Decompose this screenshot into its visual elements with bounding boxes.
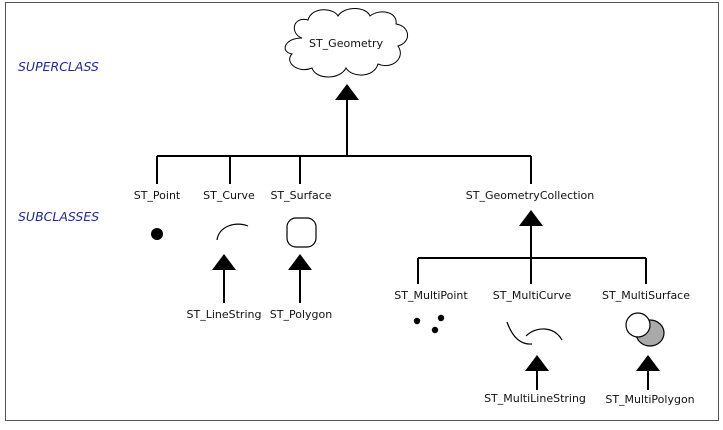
- inheritance-bus-collection: [417, 257, 647, 284]
- st-multisurface-label: ST_MultiSurface: [602, 289, 690, 302]
- st-polygon-label: ST_Polygon: [270, 308, 332, 321]
- multipoint-icon: [413, 314, 445, 334]
- inheritance-bus-top: [156, 155, 532, 184]
- st-multilinestring-label: ST_MultiLineString: [484, 392, 586, 405]
- multisurface-icon: [625, 312, 665, 347]
- subclasses-label: SUBCLASSES: [18, 209, 99, 224]
- curve-icon: [216, 223, 249, 241]
- st-multipoint-label: ST_MultiPoint: [394, 289, 468, 302]
- st-multipolygon-label: ST_MultiPolygon: [605, 393, 694, 406]
- st-curve-label: ST_Curve: [203, 189, 255, 202]
- st-multicurve-label: ST_MultiCurve: [493, 289, 572, 302]
- generalization-arrow-root: [335, 84, 359, 156]
- generalization-arrow-multipolygon: [636, 355, 660, 390]
- surface-icon: [286, 217, 317, 248]
- generalization-arrow-polygon: [288, 254, 312, 303]
- multicurve-icon: [506, 321, 563, 345]
- generalization-arrow-multilinestring: [525, 355, 549, 390]
- st-geometrycollection-label: ST_GeometryCollection: [466, 189, 594, 202]
- generalization-arrow-linestring: [212, 254, 236, 303]
- st-point-label: ST_Point: [134, 189, 181, 202]
- st-surface-label: ST_Surface: [270, 189, 331, 202]
- st-geometry-label: ST_Geometry: [309, 37, 384, 50]
- diagram-border: [5, 2, 719, 421]
- point-icon: [151, 228, 163, 240]
- st-geometry-cloud: [284, 8, 408, 78]
- generalization-arrow-collection: [519, 210, 543, 258]
- superclass-label: SUPERCLASS: [18, 59, 99, 74]
- st-linestring-label: ST_LineString: [187, 308, 262, 321]
